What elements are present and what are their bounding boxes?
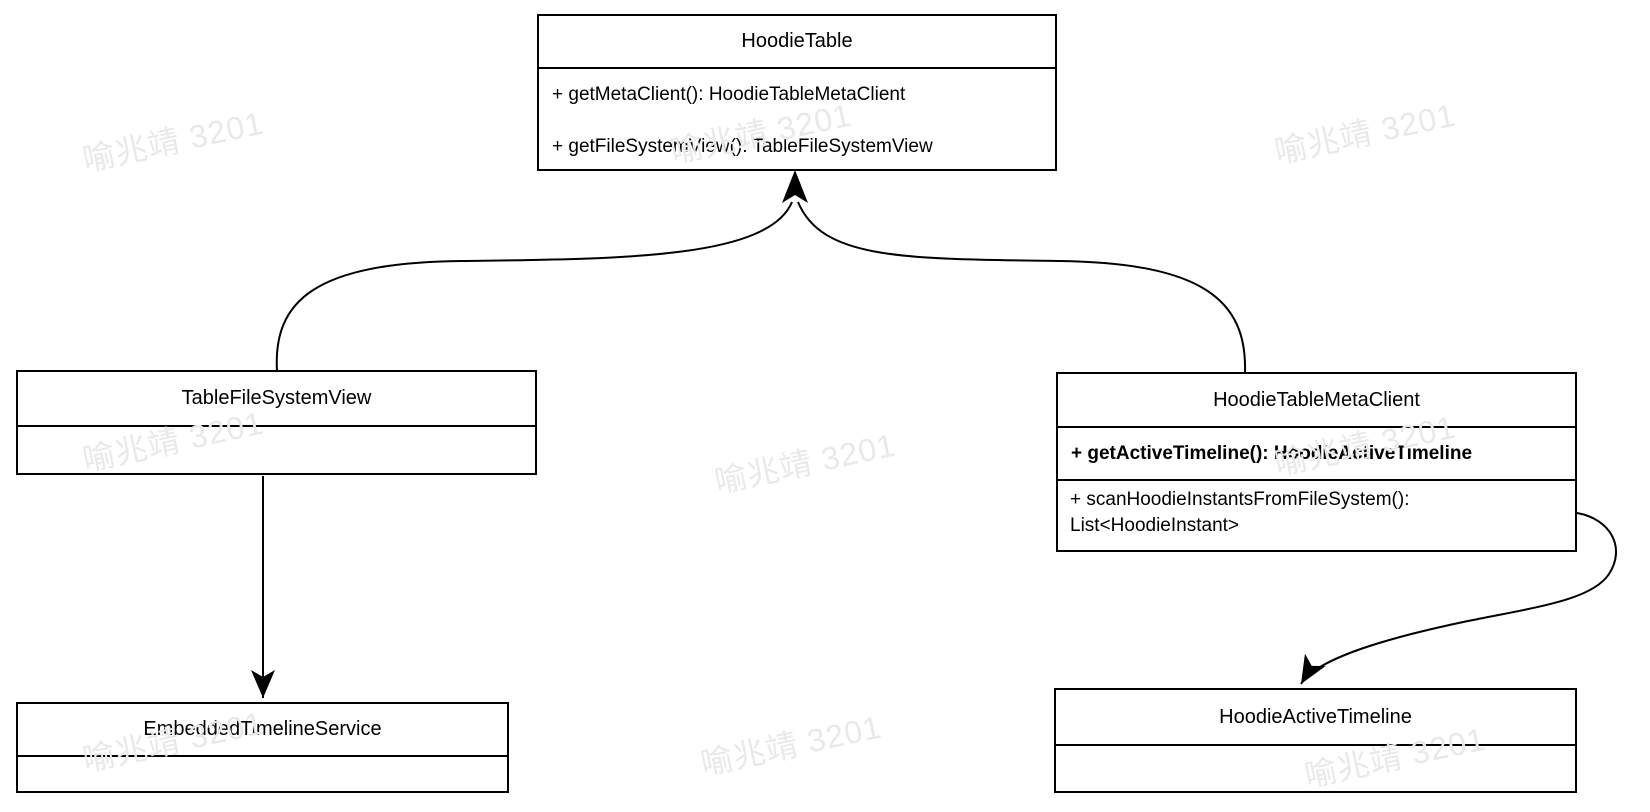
edge-tablefilesystemview-to-hoodietable [275,201,793,372]
class-title: EmbeddedTimelineService [143,718,382,740]
class-method-line: List<HoodieInstant> [1070,515,1240,536]
class-title: HoodieTable [741,30,853,52]
edge-hoodietablemetaclient-to-hoodieactivetimeline [1300,512,1618,685]
edge-hoodietablemetaclient-to-hoodietable [797,201,1247,373]
class-method: + scanHoodieInstantsFromFileSystem(): Li… [1058,479,1575,550]
class-empty-section [18,425,535,473]
class-box-hoodie-table-meta-client: HoodieTableMetaClient + getActiveTimelin… [1056,372,1577,552]
class-method: + getFileSystemView(): TableFileSystemVi… [552,135,933,157]
class-box-table-file-system-view: TableFileSystemView [16,370,537,475]
class-box-hoodie-active-timeline: HoodieActiveTimeline [1054,688,1577,793]
class-method: + getMetaClient(): HoodieTableMetaClient [539,67,1055,120]
arrowhead-up-icon [782,170,808,203]
class-empty-section [18,755,507,791]
class-title: HoodieActiveTimeline [1219,705,1412,728]
class-box-embedded-timeline-service: EmbeddedTimelineService [16,702,509,793]
class-method-line: + scanHoodieInstantsFromFileSystem(): [1070,489,1410,510]
class-box-hoodie-table: HoodieTable + getMetaClient(): HoodieTab… [537,14,1057,171]
class-title: HoodieTableMetaClient [1213,388,1420,411]
class-title: TableFileSystemView [181,387,372,409]
class-empty-section [1056,744,1575,791]
class-method: + getActiveTimeline(): HoodieActiveTimel… [1058,426,1575,479]
